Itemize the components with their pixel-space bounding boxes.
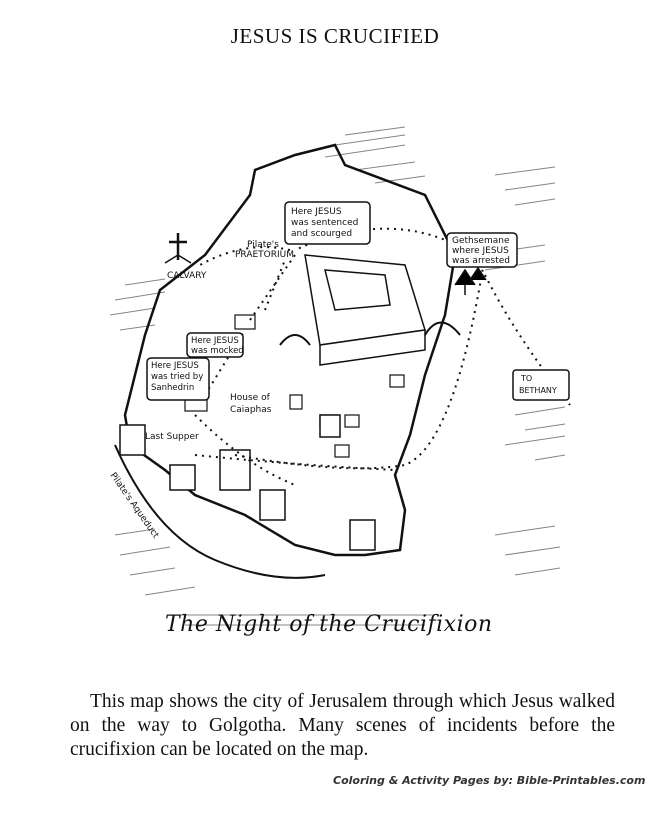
- label-calvary: CALVARY: [167, 271, 207, 281]
- credit-line: Coloring & Activity Pages by: Bible-Prin…: [333, 774, 646, 787]
- label-sentenced: Here JESUS: [291, 207, 342, 217]
- page-title: JESUS IS CRUCIFIED: [230, 24, 440, 48]
- label-tried: Here JESUS: [151, 361, 199, 371]
- label-caiaphas: House of: [230, 393, 271, 403]
- hatching: [109, 126, 566, 626]
- description-paragraph: This map shows the city of Jerusalem thr…: [70, 691, 615, 760]
- svg-text:and scourged: and scourged: [291, 229, 352, 239]
- label-gethsemane: Gethsemane: [452, 236, 510, 246]
- svg-text:was tried by: was tried by: [151, 372, 203, 382]
- svg-text:was sentenced: was sentenced: [291, 218, 358, 228]
- city-wall: [123, 143, 457, 557]
- svg-text:Caiaphas: Caiaphas: [230, 405, 272, 415]
- label-mocked: Here JESUS: [191, 336, 239, 346]
- svg-text:was arrested: was arrested: [452, 256, 510, 266]
- label-last-supper: Last Supper: [145, 432, 199, 442]
- label-bethany: TO: [520, 374, 532, 383]
- temple: [304, 254, 426, 366]
- cross-icon: [164, 233, 192, 264]
- jerusalem-map: CALVARY Pilate's PRAETORIUM Here JESUS w…: [95, 115, 605, 660]
- label-praetorium: Pilate's: [247, 240, 279, 250]
- svg-text:was mocked: was mocked: [191, 346, 244, 356]
- map-caption: The Night of the Crucifixion: [165, 612, 493, 637]
- svg-text:BETHANY: BETHANY: [519, 386, 557, 395]
- svg-text:PRAETORIUM: PRAETORIUM: [235, 250, 294, 260]
- svg-text:Sanhedrin: Sanhedrin: [151, 383, 194, 393]
- svg-text:where JESUS: where JESUS: [452, 246, 509, 256]
